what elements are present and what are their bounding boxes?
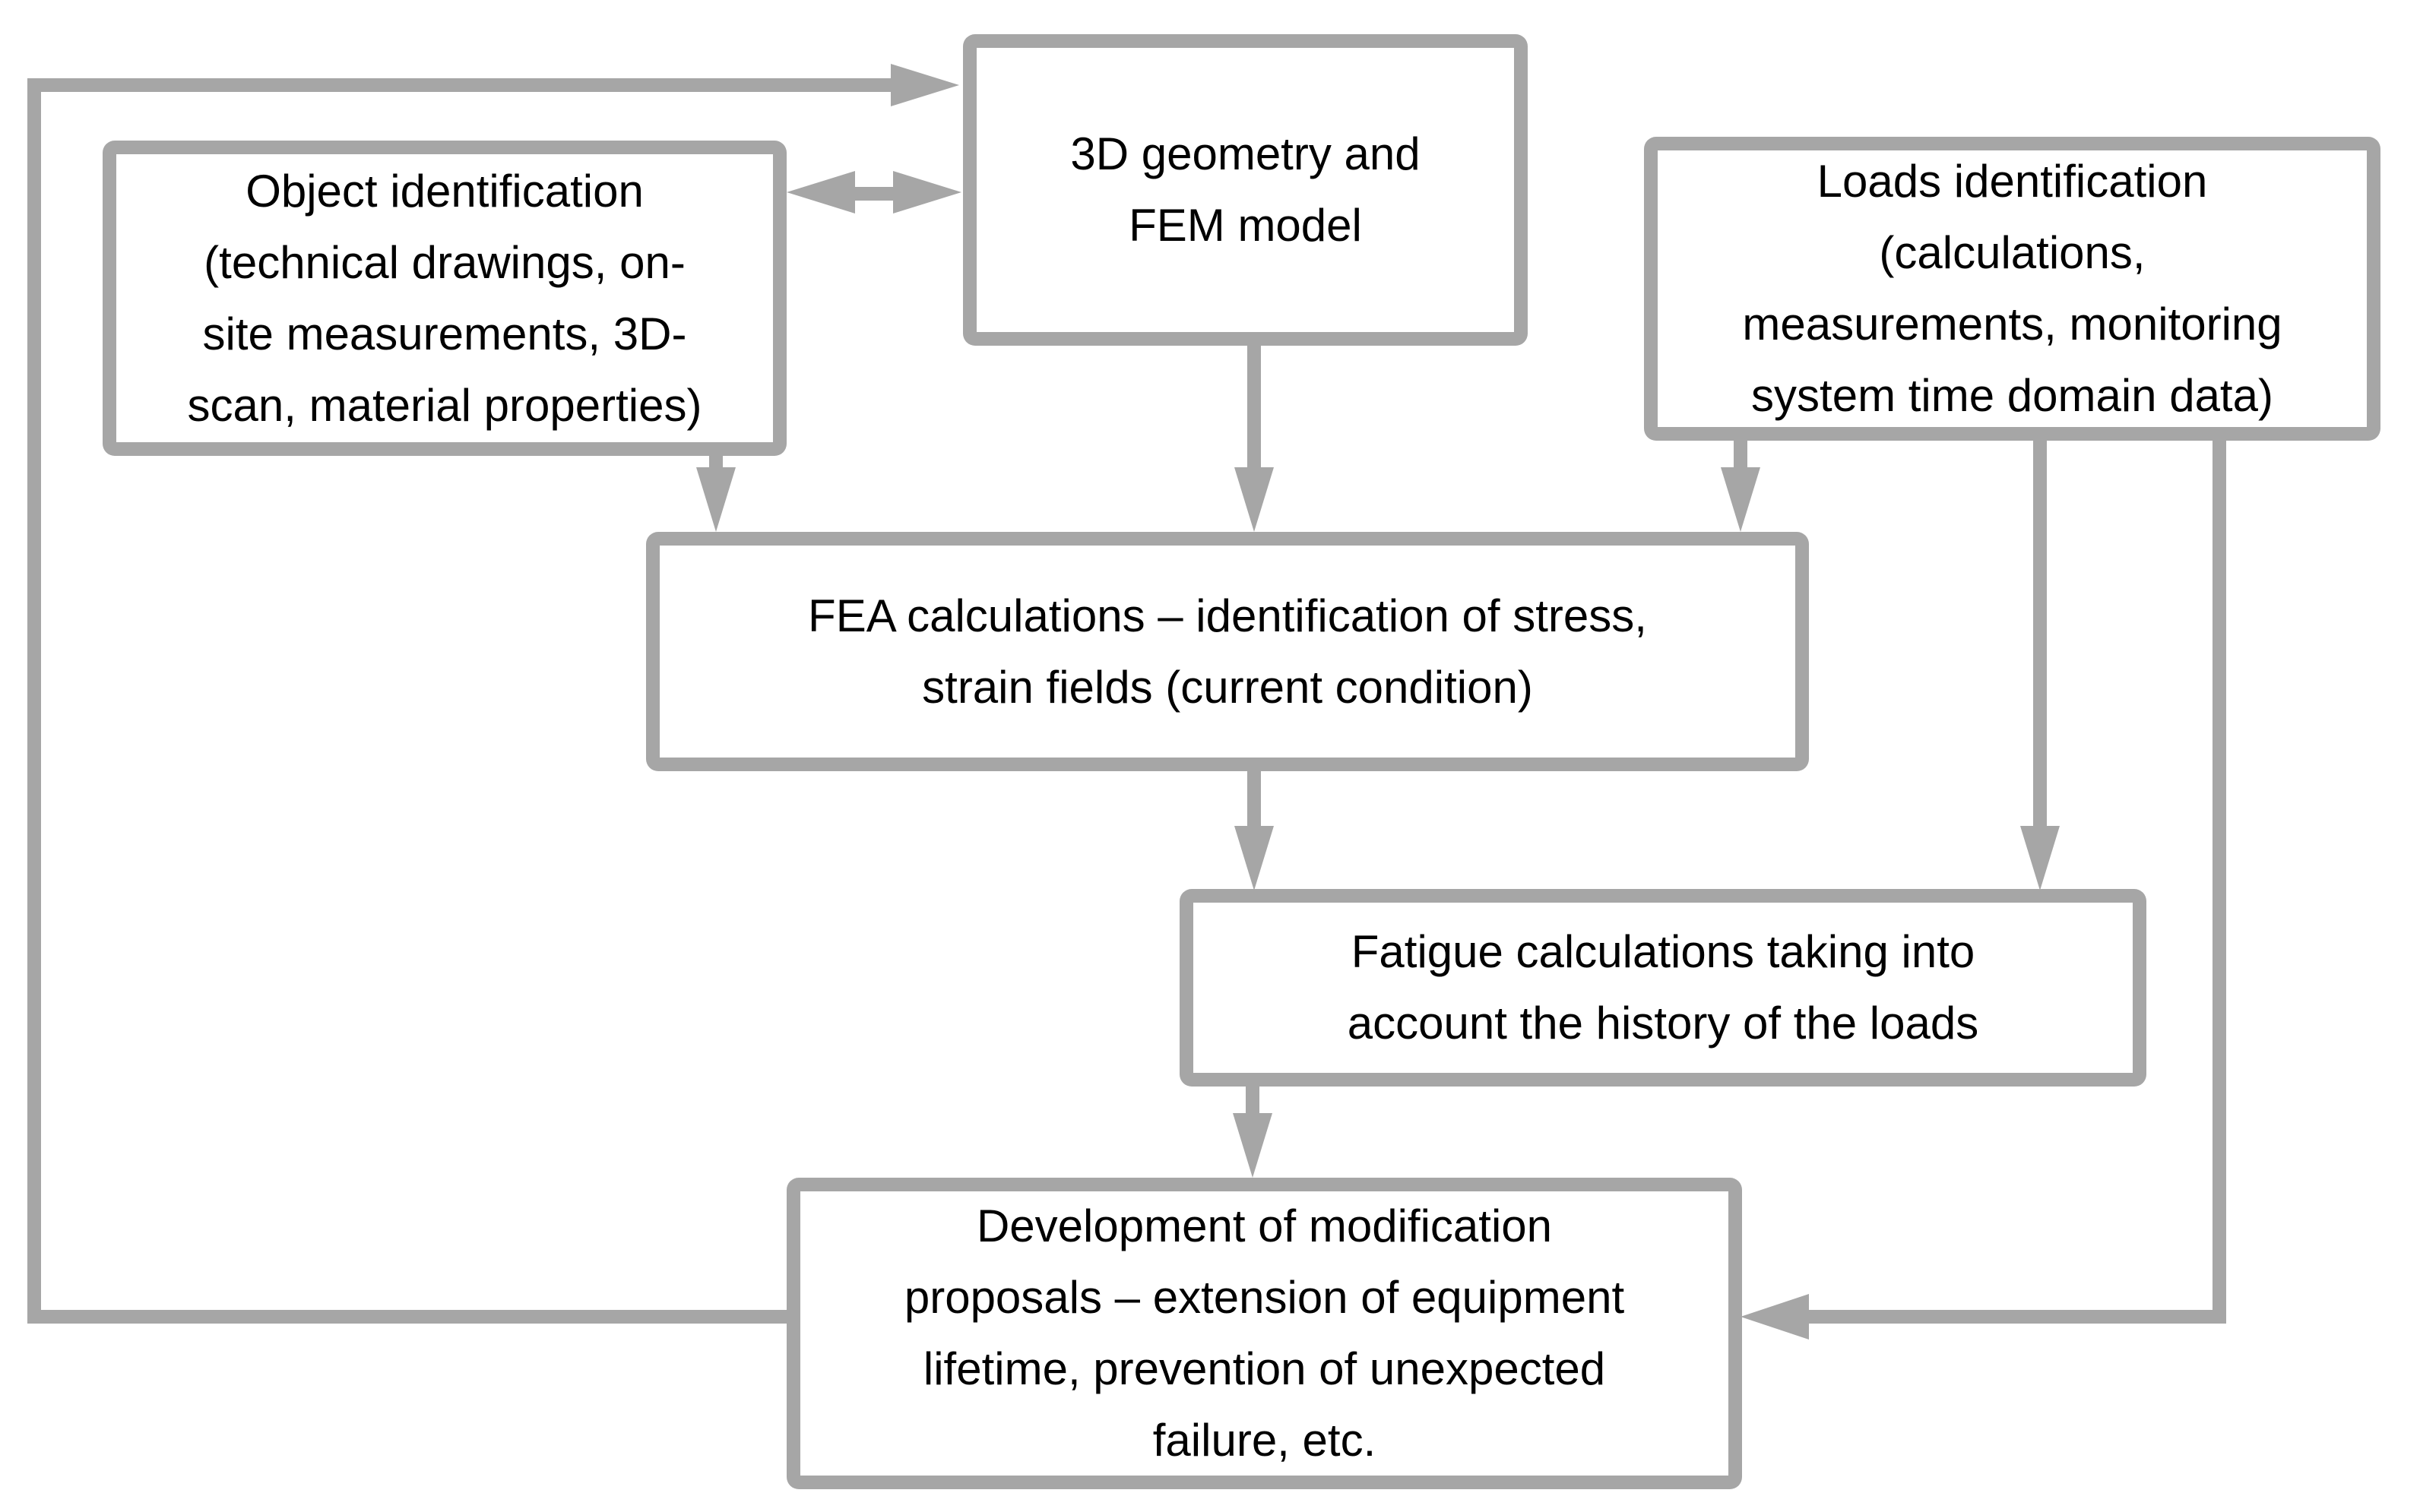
arrowhead-fatigue-to-development-icon xyxy=(1233,1113,1272,1178)
box-development-line-4: failure, etc. xyxy=(1152,1415,1376,1466)
connector-development-to-geometry-vertical-segment xyxy=(27,78,41,1324)
arrowhead-geometry-to-fea-icon xyxy=(1234,467,1274,532)
box-loads-identification: Loads identification (calculations, meas… xyxy=(1644,137,2380,441)
connector-loads-to-fea-shaft xyxy=(1734,438,1747,471)
arrowhead-loads-to-fatigue-icon xyxy=(2020,826,2060,890)
box-object-identification: Object identification (technical drawing… xyxy=(103,141,787,456)
arrowhead-loads-to-fea-icon xyxy=(1721,467,1760,532)
connector-fatigue-to-development-shaft xyxy=(1246,1083,1259,1117)
arrowhead-into-geometry-from-object-icon xyxy=(893,171,961,214)
connector-loads-to-development-vertical-segment xyxy=(2213,438,2226,1324)
connector-object-to-fea-shaft xyxy=(709,453,723,471)
box-3d-geometry-fem-model: 3D geometry and FEM model xyxy=(963,34,1528,346)
box-geometry-line-1: 3D geometry and xyxy=(1070,128,1421,179)
box-geometry-line-2: FEM model xyxy=(1129,200,1362,251)
box-fea-line-2: strain fields (current condition) xyxy=(922,661,1533,713)
connector-development-to-geometry-bottom-segment xyxy=(27,1310,787,1324)
box-fea-calculations: FEA calculations – identification of str… xyxy=(646,532,1809,771)
connector-fea-to-fatigue-shaft xyxy=(1247,769,1261,830)
box-loads-line-4: system time domain data) xyxy=(1751,370,2273,421)
connector-loads-to-development-horizontal-segment xyxy=(1803,1310,2226,1324)
connector-development-to-geometry-top-segment xyxy=(27,78,898,92)
arrowhead-object-to-fea-icon xyxy=(696,467,736,532)
arrowhead-fea-to-fatigue-icon xyxy=(1234,826,1274,890)
box-development-line-3: lifetime, prevention of unexpected xyxy=(923,1343,1606,1394)
box-object-line-4: scan, material properties) xyxy=(187,379,702,431)
box-development-line-2: proposals – extension of equipment xyxy=(904,1272,1625,1323)
box-object-line-2: (technical drawings, on- xyxy=(204,236,686,288)
box-fatigue-line-2: account the history of the loads xyxy=(1347,998,1979,1049)
box-loads-line-3: measurements, monitoring xyxy=(1742,299,2282,350)
connector-object-geometry-shaft xyxy=(850,187,900,201)
box-fatigue-calculations: Fatigue calculations taking into account… xyxy=(1180,889,2146,1087)
box-development-line-1: Development of modification xyxy=(976,1200,1553,1251)
connector-loads-to-fatigue-shaft xyxy=(2033,438,2047,830)
box-object-line-3: site measurements, 3D- xyxy=(202,308,687,359)
box-fea-line-1: FEA calculations – identification of str… xyxy=(808,590,1647,641)
box-loads-line-2: (calculations, xyxy=(1879,227,2146,278)
box-development-of-modification-proposals: Development of modification proposals – … xyxy=(787,1178,1742,1489)
box-loads-line-1: Loads identification xyxy=(1817,156,2208,207)
arrowhead-into-development-icon xyxy=(1741,1294,1809,1340)
arrowhead-into-geometry-icon xyxy=(891,64,959,106)
arrowhead-into-object-icon xyxy=(787,171,855,214)
box-object-line-1: Object identification xyxy=(245,165,644,217)
box-fatigue-line-1: Fatigue calculations taking into xyxy=(1351,926,1975,977)
connector-geometry-to-fea-shaft xyxy=(1247,342,1261,471)
